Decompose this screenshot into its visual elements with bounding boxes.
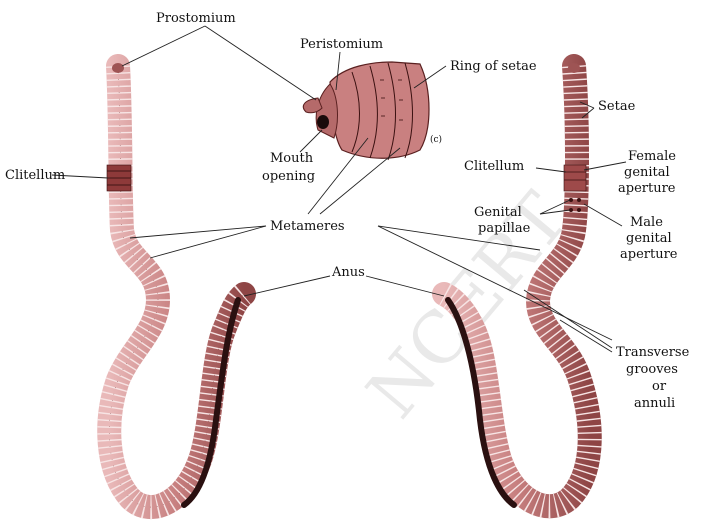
label-peristomium: Peristomium bbox=[300, 37, 383, 52]
label-female-genital-aperture-2: genital bbox=[624, 165, 670, 180]
label-transverse-grooves-4: annuli bbox=[634, 396, 675, 411]
peristomium bbox=[316, 84, 337, 138]
label-transverse-grooves-1: Transverse bbox=[616, 345, 690, 360]
label-mouth-opening-1: Mouth bbox=[270, 151, 314, 166]
anterior-closeup bbox=[303, 62, 429, 160]
right-clitellum-band bbox=[564, 165, 586, 191]
prostomium bbox=[303, 98, 322, 113]
label-transverse-grooves-2: grooves bbox=[626, 362, 678, 377]
label-female-genital-aperture-1: Female bbox=[628, 149, 676, 164]
label-clitellum-right: Clitellum bbox=[464, 159, 524, 174]
label-anus: Anus bbox=[331, 265, 365, 280]
label-female-genital-aperture-3: aperture bbox=[618, 181, 676, 196]
label-metameres: Metameres bbox=[270, 219, 345, 234]
left-worm-ring-lines bbox=[109, 66, 244, 507]
label-mouth-opening-2: opening bbox=[262, 169, 315, 184]
label-ring-of-setae: Ring of setae bbox=[450, 59, 537, 74]
label-prostomium: Prostomium bbox=[156, 11, 236, 26]
closeup-body bbox=[330, 62, 429, 158]
left-worm-prostomium bbox=[112, 63, 124, 73]
label-clitellum-left: Clitellum bbox=[5, 168, 65, 183]
label-transverse-grooves-3: or bbox=[652, 379, 667, 394]
left-earthworm bbox=[107, 63, 244, 507]
label-panel-c: (c) bbox=[430, 134, 442, 145]
label-male-genital-aperture-1: Male bbox=[630, 215, 663, 230]
label-genital-papillae-1: Genital bbox=[474, 205, 522, 220]
label-setae: Setae bbox=[598, 99, 636, 114]
mouth-opening bbox=[317, 115, 329, 129]
label-male-genital-aperture-3: aperture bbox=[620, 247, 678, 262]
label-male-genital-aperture-2: genital bbox=[626, 231, 672, 246]
label-genital-papillae-2: papillae bbox=[478, 221, 531, 236]
